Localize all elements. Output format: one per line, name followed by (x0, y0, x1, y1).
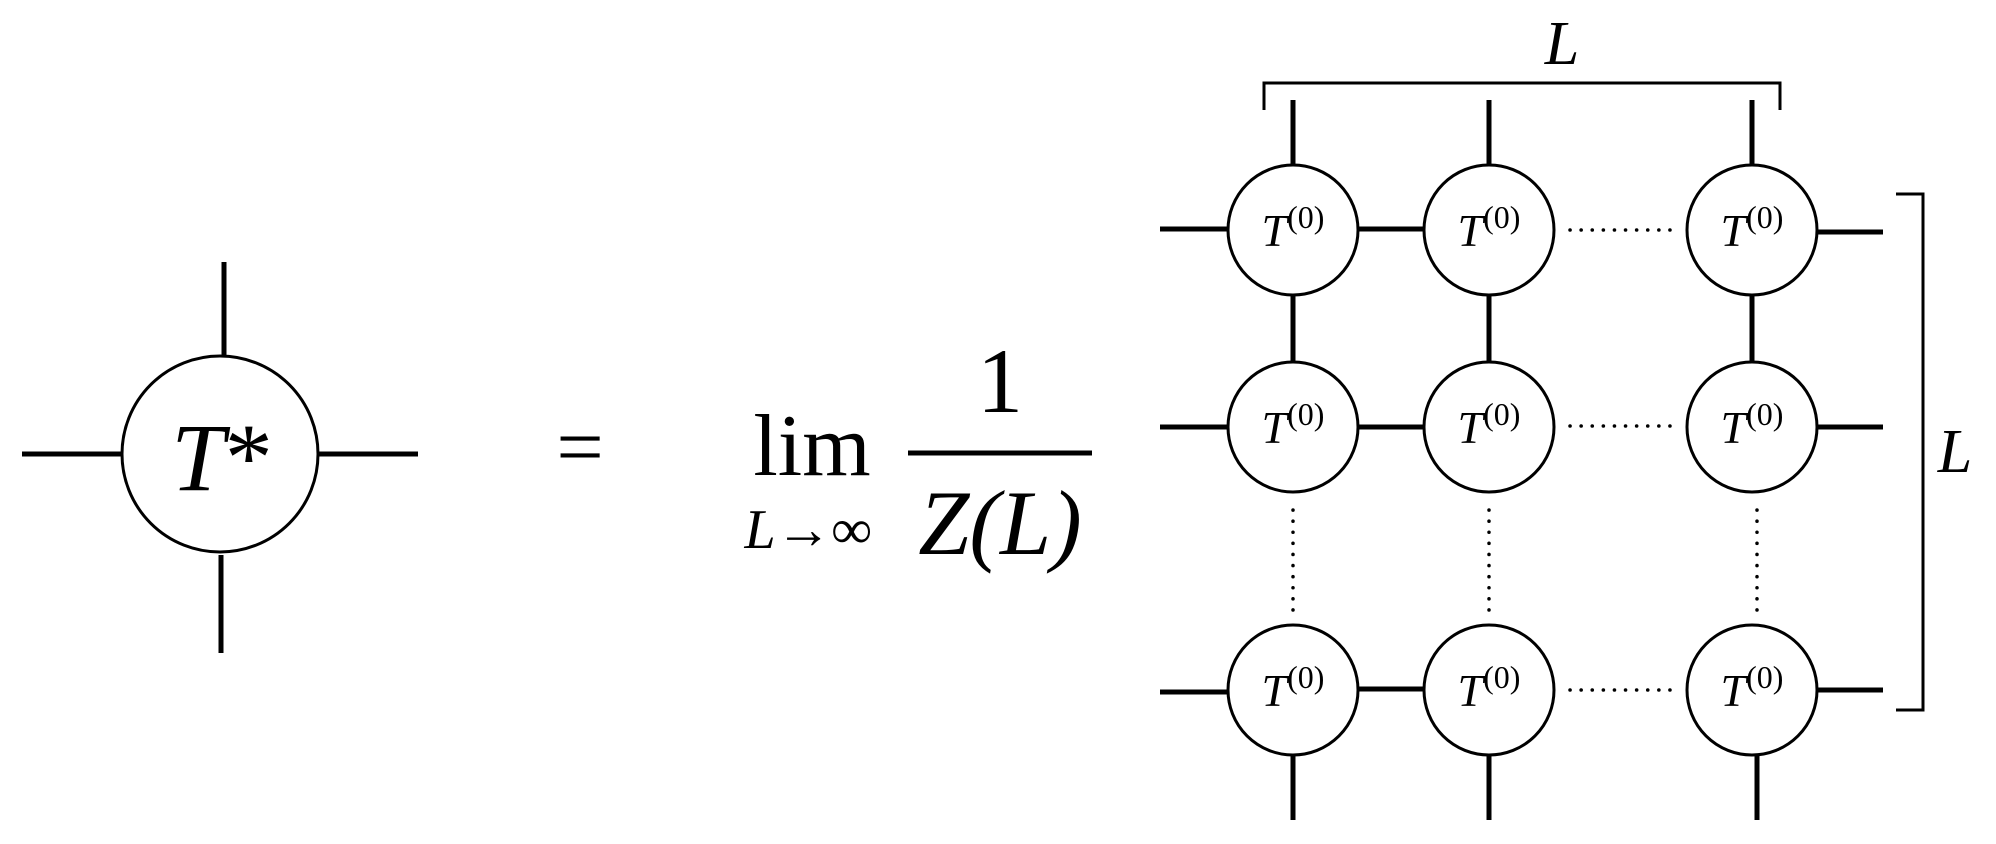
svg-text:T(0): T(0) (1262, 659, 1325, 716)
lattice-node: T(0) (1422, 623, 1556, 757)
svg-text:T(0): T(0) (1458, 659, 1521, 716)
svg-text:T(0): T(0) (1721, 199, 1784, 256)
top-bracket-line (1262, 81, 1782, 110)
tensor-lattice: T(0) T(0) T(0) T(0) T(0) T(0) T(0) (1160, 100, 1883, 820)
lattice-node: T(0) (1422, 360, 1556, 494)
top-size-bracket: L (1262, 10, 1782, 110)
lattice-node: T(0) (1226, 360, 1360, 494)
right-bracket-line (1896, 192, 1925, 712)
t-star-node (120, 354, 320, 554)
limit-expression: lim L→∞ 1 Z(L) (743, 330, 1092, 574)
fraction-denominator: Z(L) (918, 472, 1082, 574)
lattice-node: T(0) (1422, 163, 1556, 297)
lattice-node: T(0) (1685, 360, 1819, 494)
svg-text:T(0): T(0) (1721, 396, 1784, 453)
svg-text:T(0): T(0) (1458, 396, 1521, 453)
svg-text:T(0): T(0) (1721, 659, 1784, 716)
limit-subscript: L→∞ (743, 499, 871, 561)
equals-sign: = (556, 401, 603, 494)
right-size-label: L (1937, 418, 1972, 486)
svg-text:T(0): T(0) (1262, 396, 1325, 453)
limit-text: lim (753, 398, 870, 495)
right-size-bracket: L (1896, 192, 1972, 712)
lattice-node: T(0) (1226, 163, 1360, 297)
top-size-label: L (1544, 10, 1579, 78)
lattice-node: T(0) (1226, 623, 1360, 757)
lattice-node: T(0) (1685, 163, 1819, 297)
svg-text:T(0): T(0) (1458, 199, 1521, 256)
tensor-t-star: T* (22, 262, 418, 653)
svg-text:T(0): T(0) (1262, 199, 1325, 256)
t-star-label: T* (171, 404, 272, 511)
fraction-numerator: 1 (977, 330, 1023, 432)
lattice-node: T(0) (1685, 623, 1819, 757)
